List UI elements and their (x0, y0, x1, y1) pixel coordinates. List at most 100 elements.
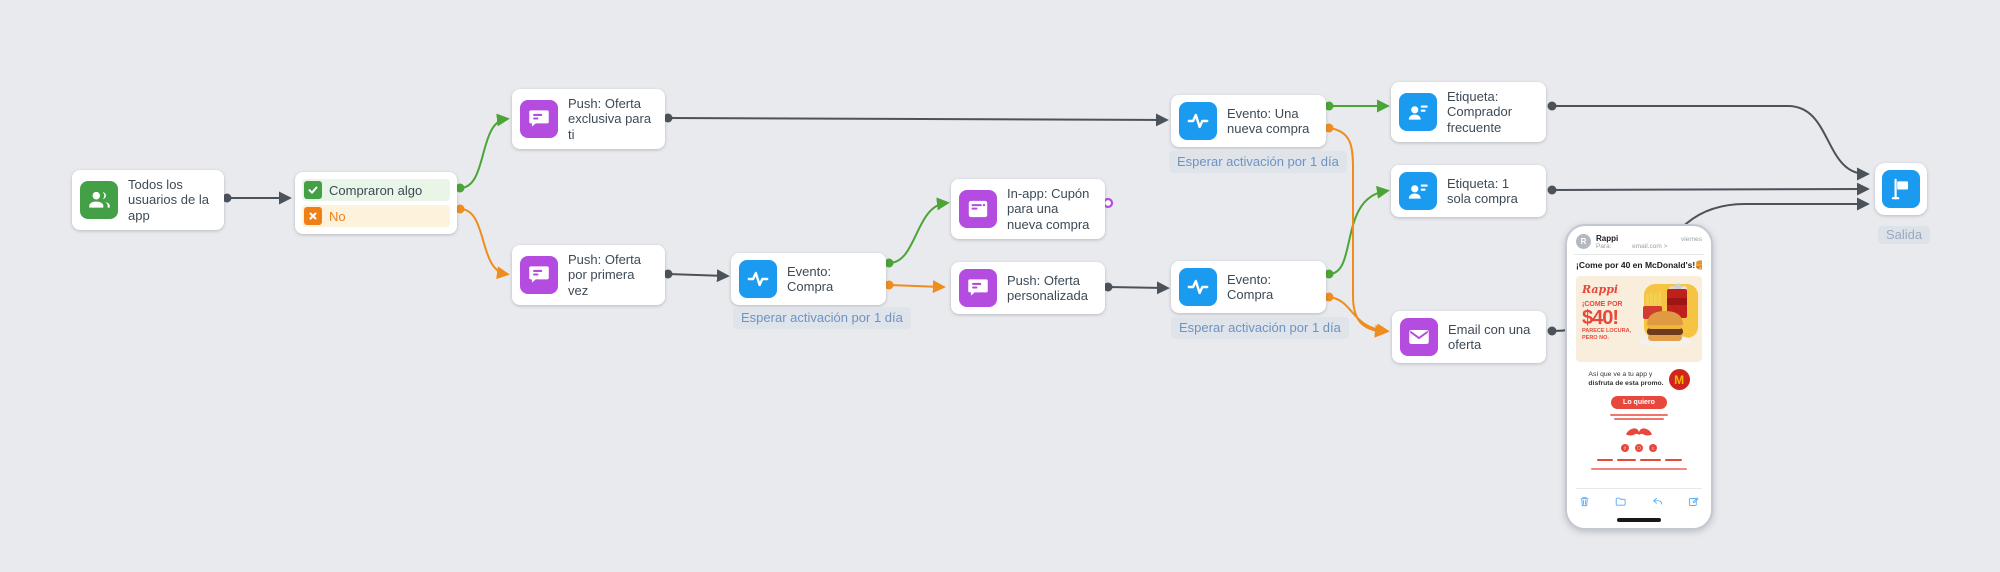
node-filter-purchased[interactable]: Compraron algo No (295, 172, 457, 234)
event-pulse-icon (1179, 102, 1217, 140)
port-tagfrequent-out[interactable] (1547, 101, 1557, 111)
banner-intro: ¡COME POR (1582, 301, 1623, 308)
node-label: Push: Oferta exclusiva para ti (568, 96, 652, 142)
body-line-2: disfruta de esta promo. (1588, 379, 1664, 387)
node-label: Todos los usuarios de la app (128, 177, 209, 223)
node-tag-single-purchase[interactable]: Etiqueta: 1 sola compra (1391, 165, 1546, 217)
filter-branch-no[interactable]: No (302, 205, 450, 227)
node-email-offer[interactable]: Email con una oferta (1392, 311, 1546, 363)
node-label: Evento: Compra (1227, 271, 1274, 302)
legal-text-line (1591, 468, 1687, 470)
port-eventnew-no[interactable] (1324, 123, 1334, 133)
edge-push-personalized-event2 (1107, 281, 1170, 295)
compose-icon (1688, 494, 1699, 512)
port-push-exclusive-out[interactable] (663, 113, 673, 123)
node-label: Push: Oferta personalizada (1007, 272, 1088, 303)
port-filter-no[interactable] (455, 204, 465, 214)
event-pulse-icon (739, 260, 777, 298)
node-tag-frequent-buyer[interactable]: Etiqueta: Comprador frecuente (1391, 82, 1546, 142)
port-users-out[interactable] (222, 193, 232, 203)
port-eventnew-yes[interactable] (1324, 101, 1334, 111)
rappi-logo: Rappi (1582, 283, 1619, 296)
to-label: Para: (1596, 243, 1612, 250)
edge-event1-push-personalized (888, 280, 946, 294)
rappi-mustache-icon (1576, 427, 1702, 438)
footer-links (1576, 459, 1702, 461)
twitter-icon: t (1649, 444, 1657, 452)
port-push-first-out[interactable] (663, 269, 673, 279)
flag-icon (1882, 170, 1920, 208)
banner-amount: $40! (1582, 307, 1619, 329)
email-header: R Rappi viernes Para: email.com > (1576, 234, 1702, 250)
wait-activation-label: Esperar activación por 1 día (1169, 151, 1347, 173)
edge-eventnew-email (1328, 127, 1388, 338)
push-notification-icon (959, 269, 997, 307)
node-inapp-coupon[interactable]: In-app: Cupón para una nueva compra (951, 179, 1105, 239)
sender-name: Rappi (1596, 234, 1619, 243)
banner-tagline-2: PERO NO. (1582, 334, 1609, 341)
node-event-purchase-2[interactable]: Evento: Compra (1171, 261, 1326, 313)
home-indicator (1617, 518, 1661, 522)
sender-avatar: R (1576, 234, 1591, 249)
cta-button[interactable]: Lo quiero (1611, 396, 1667, 409)
node-exit[interactable] (1875, 163, 1927, 215)
check-icon (304, 181, 322, 199)
port-event2-yes[interactable] (1324, 269, 1334, 279)
banner-tagline-1: PARECE LOCURA, (1582, 328, 1632, 334)
footer-link (1616, 459, 1636, 461)
port-filter-yes[interactable] (455, 183, 465, 193)
footer-link (1664, 459, 1682, 461)
filter-branch-yes[interactable]: Compraron algo (302, 179, 450, 201)
output-ports (222, 101, 1557, 336)
tag-contact-icon (1399, 92, 1437, 131)
event-pulse-icon (1179, 268, 1217, 306)
email-date: viernes (1681, 236, 1702, 243)
divider (1574, 254, 1704, 255)
node-event-new-purchase[interactable]: Evento: Una nueva compra (1171, 95, 1326, 147)
node-label: Etiqueta: 1 sola compra (1447, 175, 1518, 206)
trash-icon (1579, 494, 1590, 512)
tag-contact-icon (1399, 172, 1437, 210)
fine-print-line (1614, 418, 1664, 420)
edge-push-exclusive-event-new (667, 113, 1169, 127)
port-push-personalized-out[interactable] (1103, 282, 1113, 292)
node-label: Evento: Compra (787, 263, 834, 294)
filter-yes-label: Compraron algo (329, 182, 423, 198)
push-notification-icon (520, 255, 558, 294)
port-event2-no[interactable] (1324, 292, 1334, 302)
social-icons: f ◻ t (1576, 444, 1702, 452)
node-label: Etiqueta: Comprador frecuente (1447, 89, 1513, 135)
fine-print-line (1610, 414, 1668, 416)
facebook-icon: f (1621, 444, 1629, 452)
reply-icon (1652, 494, 1663, 512)
email-subject: ¡Come por 40 en McDonald's!🍔🙌 (1576, 260, 1702, 270)
port-inapp-out-unconnected[interactable] (1102, 197, 1114, 209)
node-all-users[interactable]: Todos los usuarios de la app (72, 170, 224, 230)
port-tagsingle-out[interactable] (1547, 185, 1557, 195)
node-push-first-offer[interactable]: Push: Oferta por primera vez (512, 245, 665, 305)
exit-label: Salida (1878, 226, 1931, 244)
node-label: In-app: Cupón para una nueva compra (1007, 186, 1090, 232)
phone-email-preview[interactable]: R Rappi viernes Para: email.com > ¡Come … (1565, 224, 1713, 530)
food-combo-image (1634, 282, 1698, 359)
edge-tagfrequent-exit (1552, 105, 1870, 181)
email-icon (1400, 318, 1438, 356)
node-push-personalized[interactable]: Push: Oferta personalizada (951, 262, 1105, 314)
footer-link (1596, 459, 1613, 461)
port-event1-yes[interactable] (884, 258, 894, 268)
port-event1-no[interactable] (884, 280, 894, 290)
mcdonalds-logo: M (1668, 369, 1690, 390)
port-email-out[interactable] (1547, 326, 1557, 336)
edge-filter-no-push-first (459, 208, 510, 280)
node-event-purchase-1[interactable]: Evento: Compra (731, 253, 886, 305)
fine-print (1576, 414, 1702, 420)
edge-event1-inapp (888, 197, 950, 264)
node-label: Push: Oferta por primera vez (568, 252, 641, 298)
users-icon (80, 180, 118, 219)
x-icon (304, 207, 322, 225)
mail-toolbar (1576, 488, 1702, 512)
email-body: Así que ve a tu app y disfruta de esta p… (1576, 369, 1702, 390)
node-push-exclusive-offer[interactable]: Push: Oferta exclusiva para ti (512, 89, 665, 149)
